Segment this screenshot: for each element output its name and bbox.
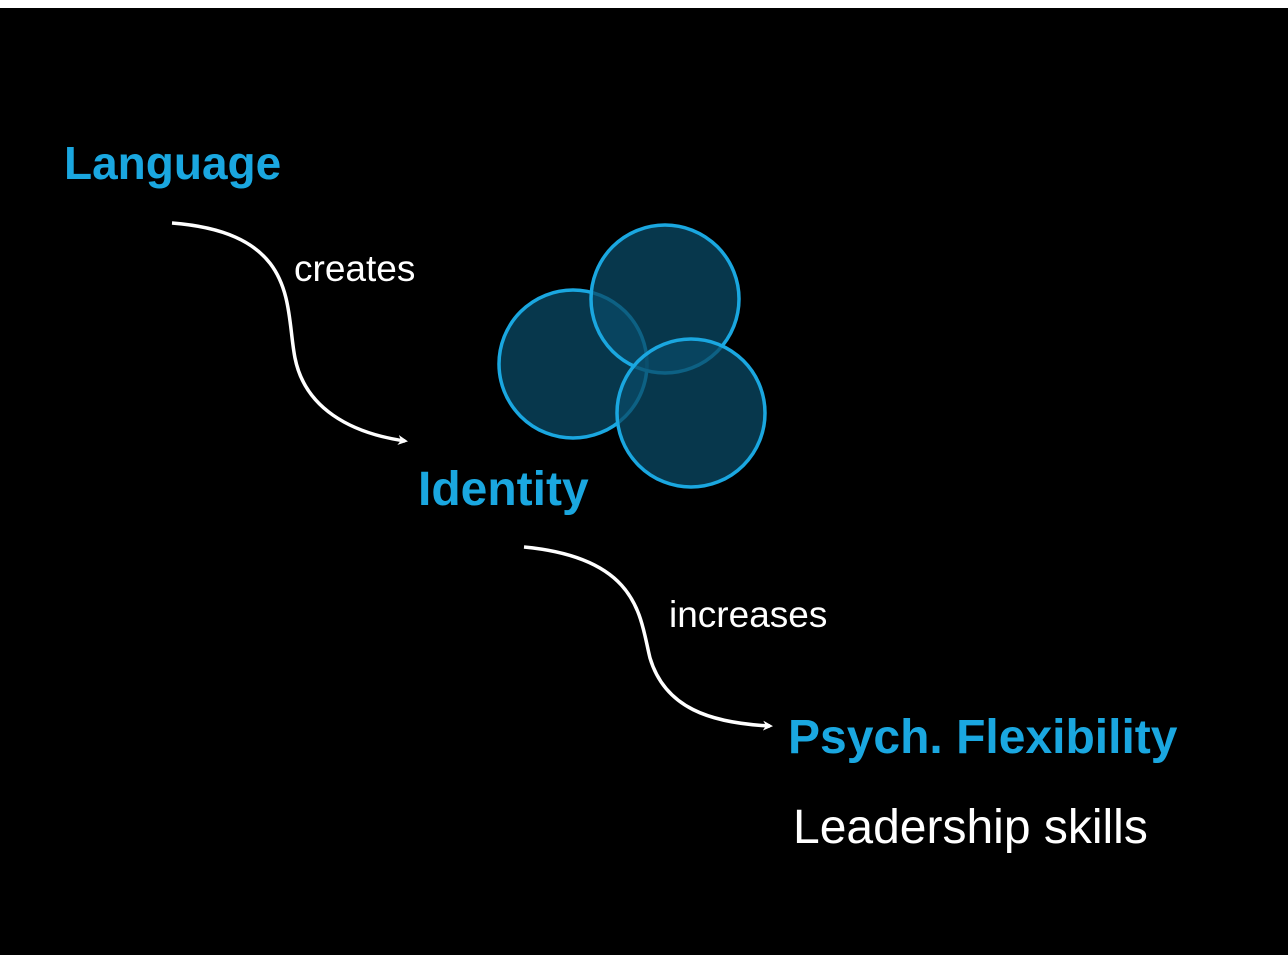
diagram-graphics	[171, 221, 773, 731]
arrow-increases	[523, 545, 773, 731]
arrow-creates	[171, 221, 408, 445]
edge-label-increases: increases	[669, 594, 828, 635]
circle-right	[615, 337, 767, 489]
edge-label-creates: creates	[294, 248, 416, 289]
node-language: Language	[64, 137, 282, 189]
node-identity: Identity	[418, 463, 589, 516]
slide: Language creates Identity increases Psyc…	[0, 8, 1288, 955]
three-overlapping-circles-icon	[497, 223, 767, 489]
outcome-leadership-skills: Leadership skills	[793, 801, 1148, 854]
node-psych-flexibility: Psych. Flexibility	[788, 711, 1178, 764]
